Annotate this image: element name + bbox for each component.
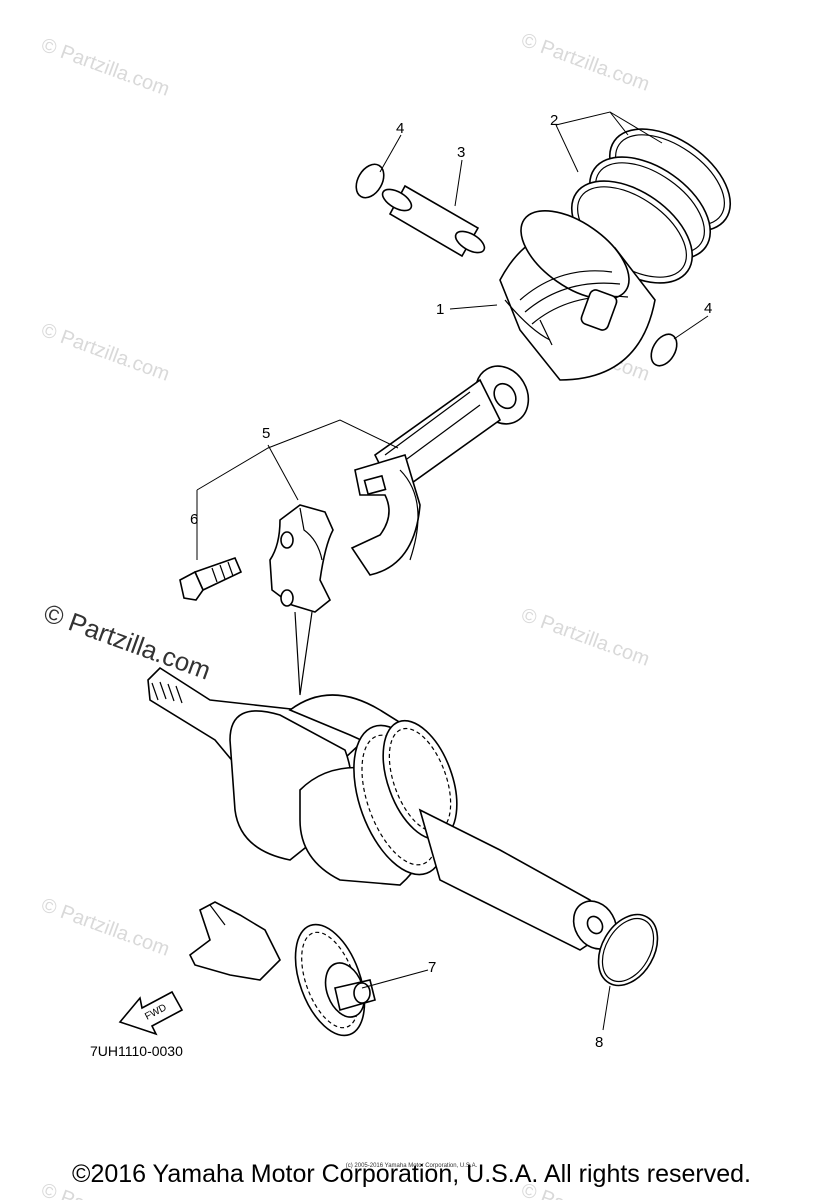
connecting-rod-part[interactable] xyxy=(350,357,539,576)
callout-4-lower: 4 xyxy=(704,300,712,317)
callout-6: 6 xyxy=(190,511,198,528)
circlip-lower-part[interactable] xyxy=(646,330,682,370)
forward-arrow-icon: FWD xyxy=(118,990,184,1036)
watermark-text: © Partzilla.com xyxy=(38,894,172,961)
circlip-upper-part[interactable] xyxy=(351,159,390,202)
crankshaft-part[interactable] xyxy=(147,666,625,957)
piston-pin-part[interactable] xyxy=(379,184,488,258)
copyright-footer: ©2016 Yamaha Motor Corporation, U.S.A. A… xyxy=(72,1160,751,1188)
rod-cap-part[interactable] xyxy=(269,504,334,696)
diagram-code: 7UH1110-0030 xyxy=(90,1043,183,1059)
watermark-large: © Partzilla.com xyxy=(40,597,215,685)
watermark-text: © Partzilla.com xyxy=(518,29,652,96)
small-copyright: (c) 2005-2016 Yamaha Motor Corporation, … xyxy=(345,1163,478,1169)
callout-2: 2 xyxy=(550,112,558,129)
piston-part[interactable] xyxy=(499,193,656,381)
callout-1: 1 xyxy=(436,301,444,318)
balancer-shaft-part[interactable] xyxy=(188,901,378,1045)
watermark-text: © Partzilla.com xyxy=(38,319,172,386)
callout-5: 5 xyxy=(262,425,270,442)
callout-4-upper: 4 xyxy=(396,120,404,137)
callout-8: 8 xyxy=(595,1034,603,1051)
watermark-text: © Partzilla.com xyxy=(518,604,652,671)
leader-lines xyxy=(196,111,709,1031)
o-ring-part[interactable] xyxy=(586,904,669,996)
watermark-text: © Partzilla.com xyxy=(38,34,172,101)
rod-bolt-part[interactable] xyxy=(179,556,243,601)
callout-3: 3 xyxy=(457,144,465,161)
callout-7: 7 xyxy=(428,959,436,976)
